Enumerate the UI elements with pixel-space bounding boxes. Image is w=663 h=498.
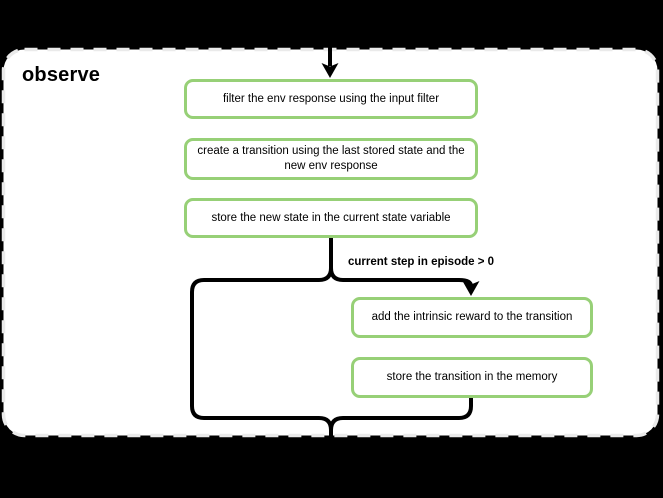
node-label: store the new state in the current state… (211, 211, 451, 224)
node-label: create a transition using the last store… (197, 145, 465, 172)
entry-arrowhead-down-icon (321, 63, 339, 78)
node-add-intrinsic-reward: add the intrinsic reward to the transiti… (351, 297, 593, 338)
node-label: add the intrinsic reward to the transiti… (371, 311, 573, 323)
node-store-new-state: store the new state in the current state… (184, 198, 478, 238)
return-merge-line (329, 397, 473, 431)
node-store-transition: store the transition in the memory (351, 357, 593, 398)
node-label: filter the env response using the input … (222, 92, 440, 105)
bypass-branch-line (190, 267, 333, 448)
condition-label: current step in episode > 0 (348, 256, 495, 268)
condition-branch-line (329, 267, 473, 287)
panel-title: observe (22, 64, 101, 86)
node-label: store the transition in the memory (386, 371, 558, 383)
node-filter-env-response: filter the env response using the input … (184, 79, 478, 119)
condition-arrowhead-down-icon (462, 281, 480, 296)
node-create-transition: create a transition using the last store… (184, 138, 478, 180)
